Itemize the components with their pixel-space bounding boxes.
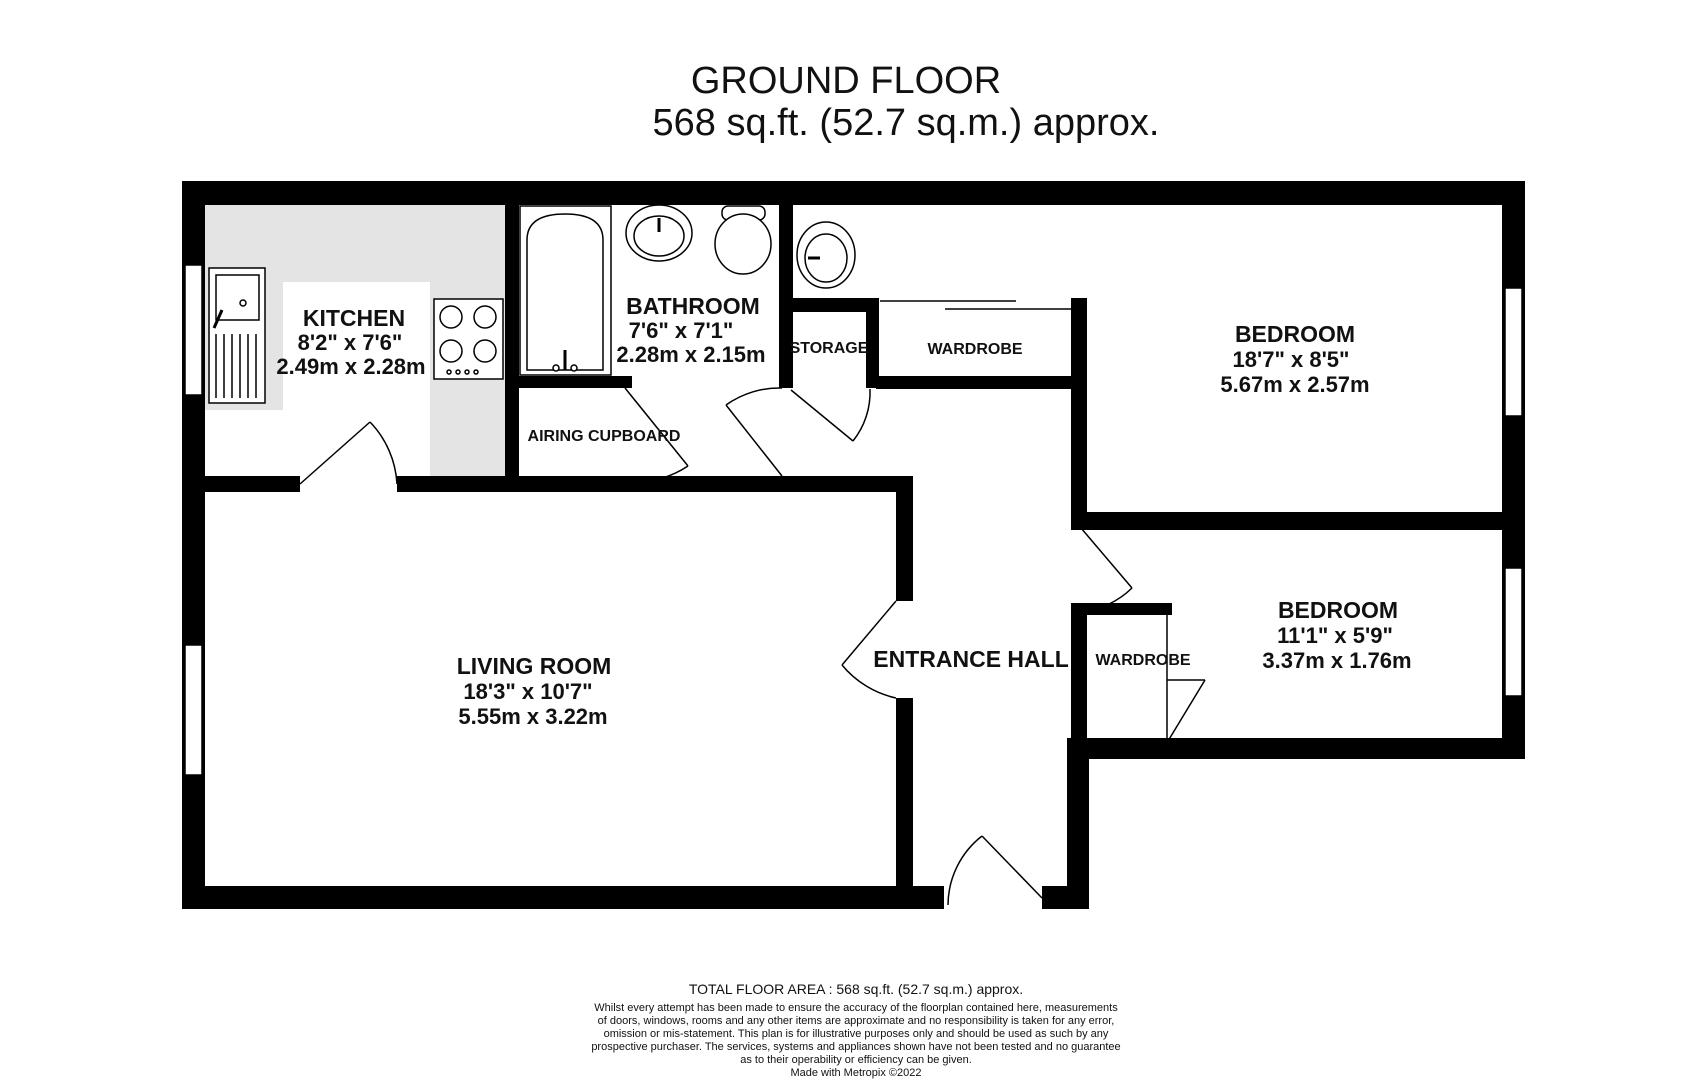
wardrobe2-door <box>1164 615 1206 747</box>
bathroom-metric: 2.28m x 2.15m <box>616 342 765 367</box>
toilet <box>714 205 772 275</box>
kitchen-imperial: 8'2" x 7'6" <box>298 330 403 355</box>
airing-cupboard-label: AIRING CUPBOARD <box>528 428 681 445</box>
floor-title: GROUND FLOOR <box>690 60 1002 102</box>
bathroom-imperial: 7'6" x 7'1" <box>629 318 734 343</box>
bedroom1-name: BEDROOM <box>1235 321 1355 347</box>
living-room-metric: 5.55m x 3.22m <box>458 704 607 729</box>
disclaimer-line: prospective purchaser. The services, sys… <box>591 1041 1121 1053</box>
bedroom2-imperial: 11'1" x 5'9" <box>1277 623 1393 648</box>
storage-door <box>790 388 871 442</box>
entrance-door <box>947 835 1043 906</box>
hob <box>433 298 504 380</box>
windows <box>184 264 1523 776</box>
bedroom2-name: BEDROOM <box>1278 597 1398 623</box>
bedroom2-window <box>1504 567 1523 697</box>
bathroom-name: BATHROOM <box>626 293 760 319</box>
living-room-imperial: 18'3" x 10'7" <box>463 679 592 704</box>
bathroom-basin <box>625 204 693 262</box>
storage-label: STORAGE <box>790 340 869 357</box>
total-floor-area: TOTAL FLOOR AREA : 568 sq.ft. (52.7 sq.m… <box>688 981 1024 997</box>
living-door <box>841 600 897 699</box>
bedroom1-door <box>1080 527 1133 613</box>
disclaimer-line: as to their operability or efficiency ca… <box>740 1054 972 1066</box>
disclaimer: Whilst every attempt has been made to en… <box>10 1002 1692 1080</box>
walls <box>182 181 1525 909</box>
kitchen-sink <box>208 267 266 404</box>
bathroom-door <box>725 387 783 477</box>
bedroom1-window <box>1504 287 1523 417</box>
disclaimer-line: Whilst every attempt has been made to en… <box>594 1002 1118 1014</box>
wardrobe1-label: WARDROBE <box>927 341 1022 358</box>
disclaimer-line: omission or mis-statement. This plan is … <box>603 1028 1109 1040</box>
kitchen-window <box>184 264 203 396</box>
living-room-name: LIVING ROOM <box>457 653 612 679</box>
entrance-hall-name: ENTRANCE HALL <box>873 646 1069 672</box>
living-window <box>184 644 203 776</box>
kitchen-name: KITCHEN <box>303 305 405 331</box>
bath <box>519 205 612 376</box>
floor-area: 568 sq.ft. (52.7 sq.m.) approx. <box>652 102 1160 144</box>
bedroom1-imperial: 18'7" x 8'5" <box>1233 347 1350 372</box>
airing-cupboard-door <box>624 387 689 483</box>
bedroom2-metric: 3.37m x 1.76m <box>1262 648 1411 673</box>
disclaimer-line: of doors, windows, rooms and any other i… <box>597 1015 1115 1027</box>
kitchen-door <box>299 421 398 485</box>
credit: Made with Metropix ©2022 <box>790 1067 922 1079</box>
bedroom-basin <box>796 221 856 289</box>
kitchen-metric: 2.49m x 2.28m <box>276 354 425 379</box>
wardrobe1-sliding-door <box>880 300 1071 310</box>
doors <box>299 300 1206 906</box>
wardrobe2-label: WARDROBE <box>1095 652 1190 669</box>
bedroom1-metric: 5.67m x 2.57m <box>1220 372 1369 397</box>
